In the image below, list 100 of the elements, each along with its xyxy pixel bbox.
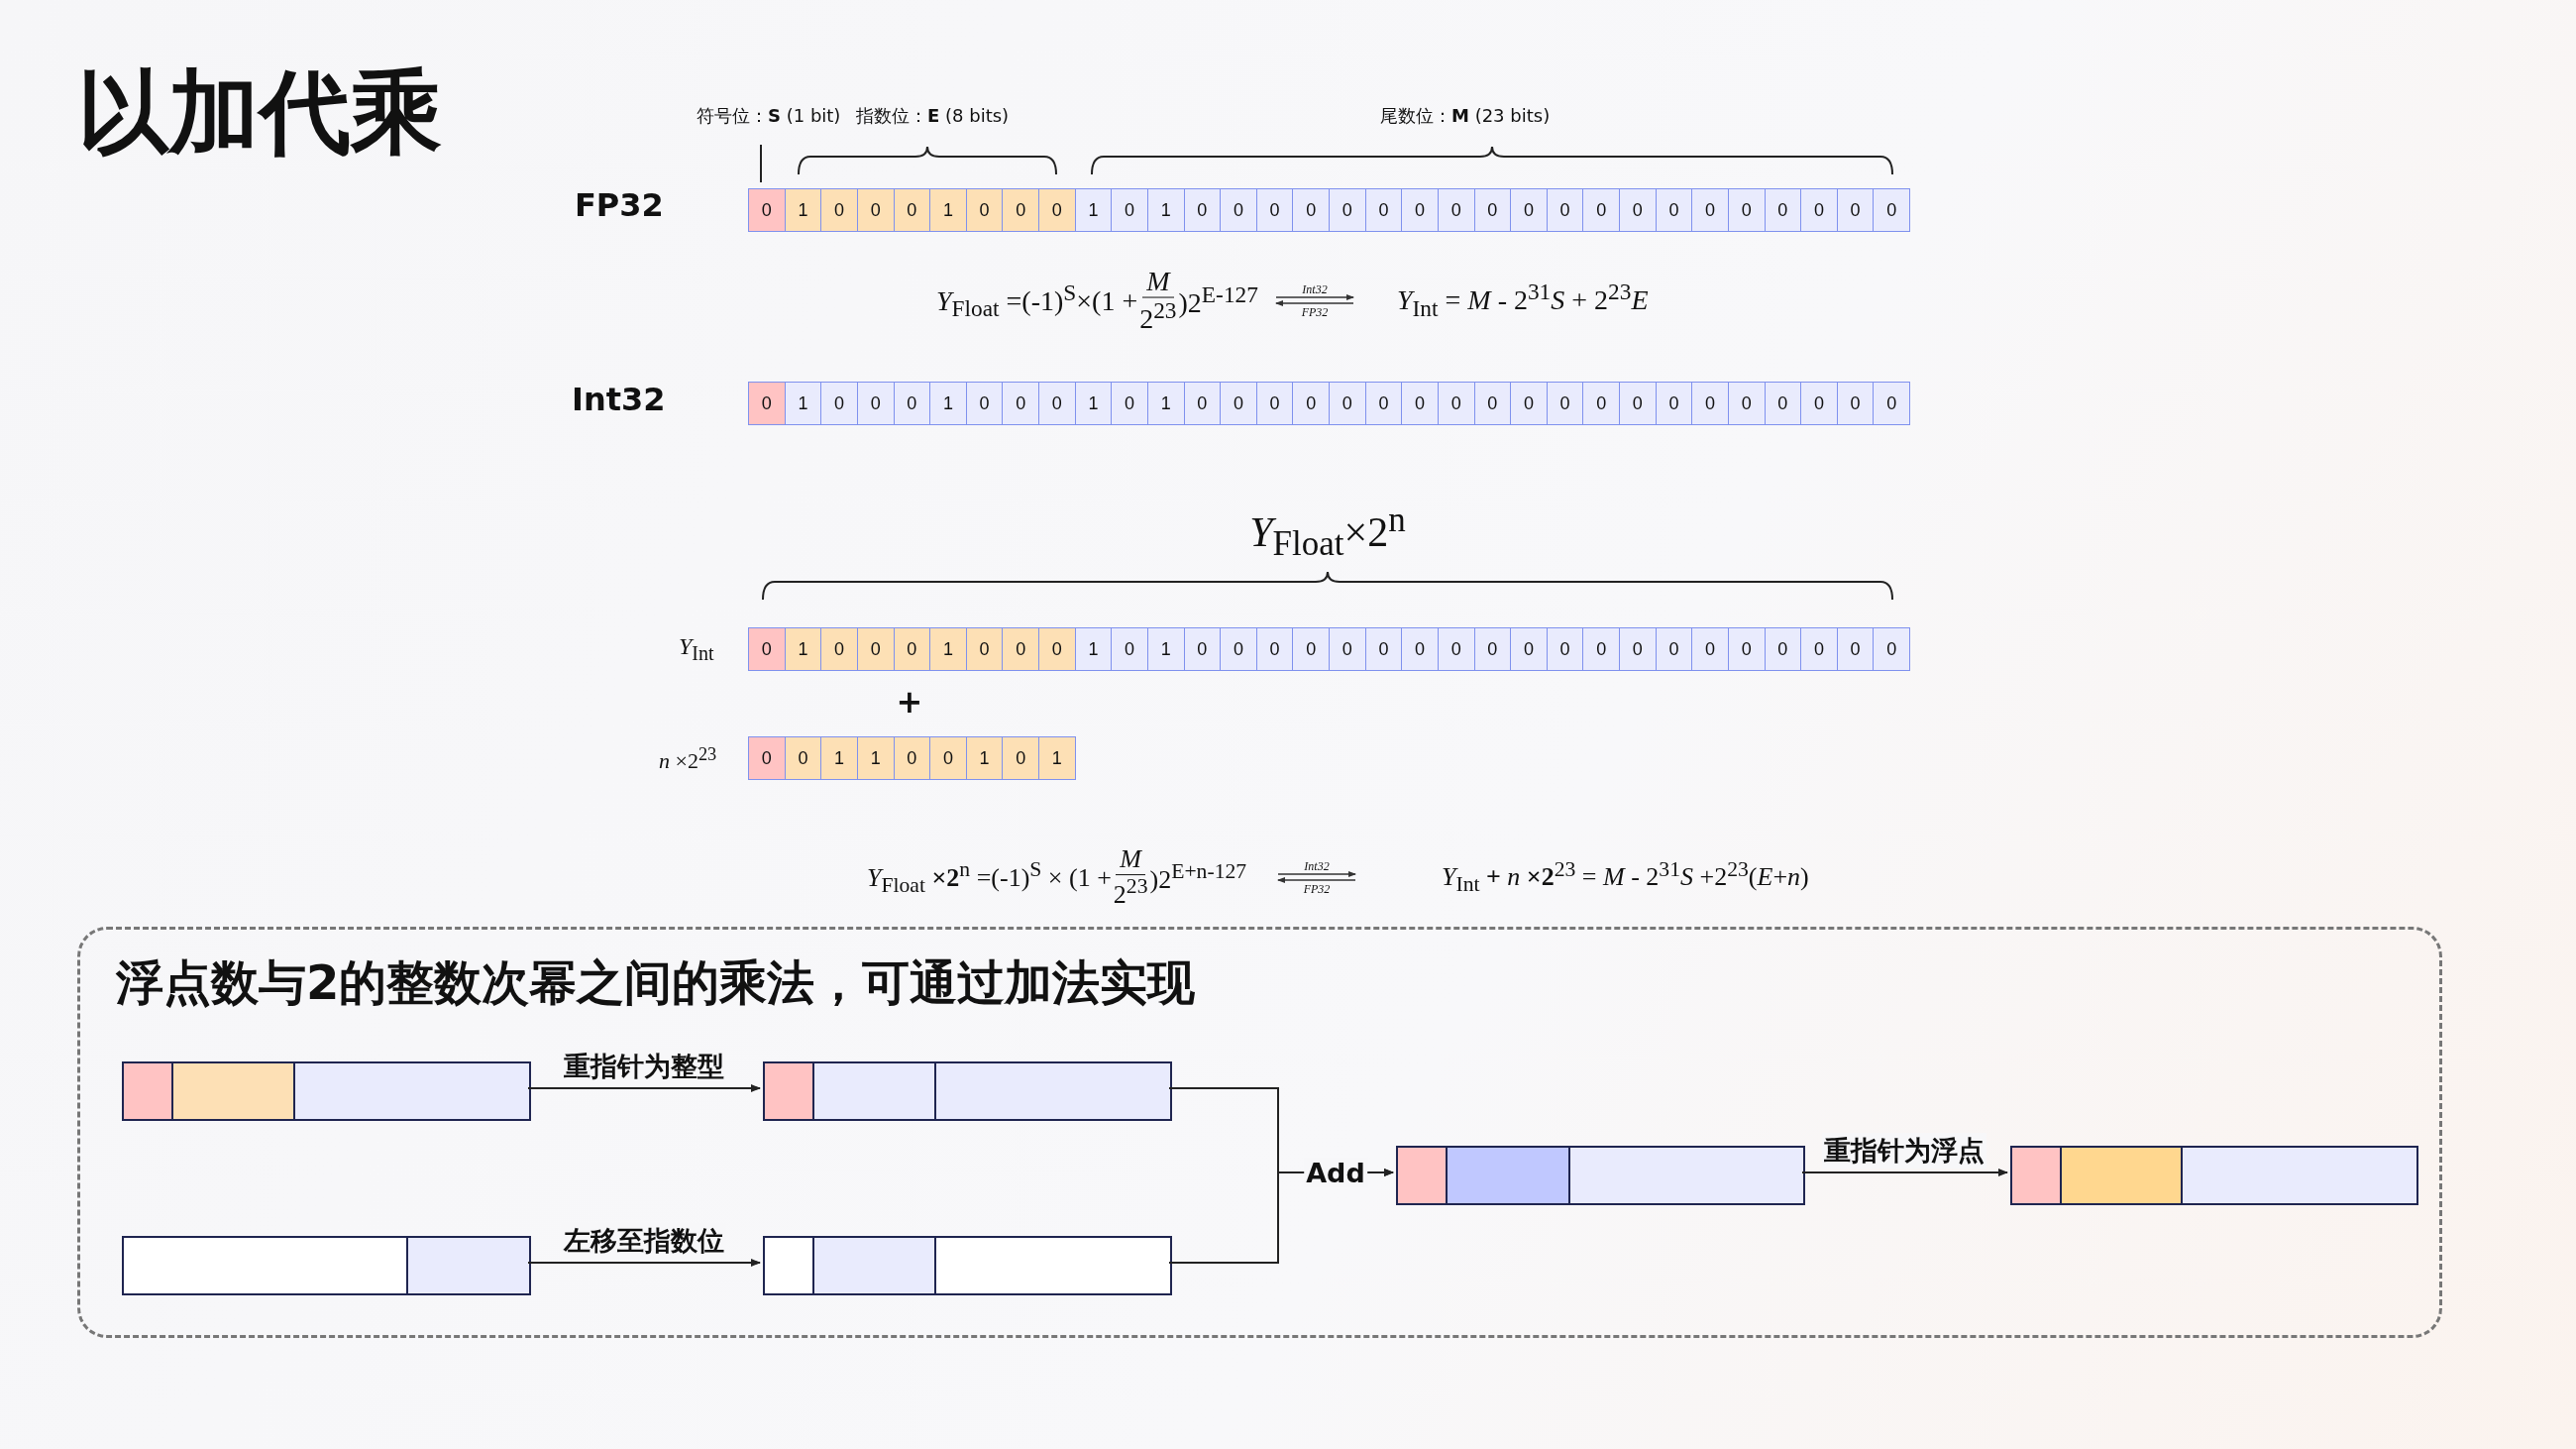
bit-cell: 0 — [748, 188, 786, 232]
bit-cell: 0 — [1546, 627, 1584, 671]
bit-field-bar — [1396, 1146, 1805, 1205]
bit-cell: 0 — [1836, 188, 1875, 232]
bit-cell: 1 — [1146, 188, 1185, 232]
bit-cell: 1 — [820, 736, 858, 780]
bit-cell: 1 — [784, 627, 822, 671]
bit-cell: 0 — [1437, 627, 1475, 671]
bit-cell: 0 — [820, 627, 858, 671]
bit-cell: 0 — [1655, 627, 1693, 671]
fraction-denominator: 2$^{23}$ — [1113, 874, 1148, 909]
bit-cell: 0 — [1546, 382, 1584, 425]
bit-cell: 0 — [1800, 627, 1838, 671]
bit-cell: 0 — [784, 736, 822, 780]
bit-cell: 0 — [929, 736, 967, 780]
bit-cell: 0 — [1619, 627, 1657, 671]
bit-cell: 1 — [1074, 382, 1113, 425]
arrow-label: Int32 — [1302, 281, 1328, 297]
bit-cell: 0 — [1401, 188, 1439, 232]
bit-cell: 1 — [1074, 627, 1113, 671]
bit-cell: 0 — [1002, 736, 1039, 780]
bit-cell: 1 — [929, 627, 967, 671]
bit-cell: 0 — [1873, 627, 1910, 671]
bit-cell: 0 — [1364, 188, 1403, 232]
bit-cell: 1 — [965, 736, 1004, 780]
bit-cell: 0 — [1727, 627, 1766, 671]
bit-cell: 0 — [1619, 188, 1657, 232]
bit-cell: 0 — [1292, 382, 1330, 425]
bit-cell: 1 — [784, 382, 822, 425]
bit-cell: 0 — [1800, 188, 1838, 232]
bit-cell: 0 — [1727, 382, 1766, 425]
row-label: FP32 — [575, 186, 664, 224]
bit-field-bar — [763, 1236, 1172, 1295]
bit-cell: 0 — [1800, 382, 1838, 425]
bit-cell: 0 — [1473, 382, 1512, 425]
bit-cell: 0 — [1727, 188, 1766, 232]
bit-cell: 0 — [1582, 382, 1620, 425]
bit-cell: 0 — [1473, 627, 1512, 671]
bit-cell: 0 — [893, 382, 931, 425]
formula: )2$^{E+n-127}$ — [1149, 859, 1247, 895]
bit-cell: 0 — [1836, 627, 1875, 671]
bit-cell: 1 — [856, 736, 895, 780]
bit-cell: 0 — [1183, 188, 1222, 232]
formula: Y$_{Int}$ + n ×2$^{23}$ = M - 2$^{31}$S +2$^{23}$(E+n) — [1442, 856, 1809, 898]
bit-field-bar — [2010, 1146, 2418, 1205]
bit-cell: 0 — [1329, 627, 1366, 671]
bit-field-bar — [763, 1061, 1172, 1121]
bit-cell: 0 — [1691, 382, 1729, 425]
row-label: n ×2$^{23}$ — [659, 743, 717, 775]
bit-cell: 0 — [1038, 627, 1076, 671]
bit-cell: 0 — [1764, 188, 1802, 232]
bit-cell: 0 — [1255, 188, 1294, 232]
bit-cell: 0 — [893, 736, 931, 780]
slide-title: 以加代乘 — [77, 58, 442, 167]
bit-cell: 1 — [1146, 382, 1185, 425]
bit-cell: 0 — [1764, 627, 1802, 671]
bit-cell: 0 — [1510, 627, 1548, 671]
field-label: 尾数位：M (23 bits) — [1380, 104, 1551, 128]
fraction-numerator: M — [1116, 845, 1145, 875]
bit-field-bar — [122, 1236, 531, 1295]
formula: Y$_{Float}$×2$^{n}$ — [1249, 500, 1406, 565]
bit-cell: 0 — [1183, 627, 1222, 671]
field-label: 指数位：E (8 bits) — [856, 104, 1010, 128]
bit-cell: 0 — [1437, 382, 1475, 425]
fraction-denominator: 2$^{23}$ — [1139, 297, 1177, 335]
bit-cell: 0 — [1111, 382, 1148, 425]
bit-cell: 0 — [1401, 627, 1439, 671]
bit-cell: 0 — [1002, 627, 1039, 671]
bit-cell: 1 — [784, 188, 822, 232]
bit-cell: 0 — [748, 627, 786, 671]
bit-cell: 0 — [1401, 382, 1439, 425]
bit-cell: 0 — [1255, 382, 1294, 425]
bit-cell: 0 — [1292, 627, 1330, 671]
plus-sign: + — [896, 683, 923, 721]
arrow-label: Int32 — [1304, 858, 1330, 874]
bit-cell: 0 — [1764, 382, 1802, 425]
bit-cell: 0 — [1364, 627, 1403, 671]
bit-cell: 0 — [1473, 188, 1512, 232]
field-label: 符号位：S (1 bit) — [697, 104, 841, 128]
bit-cell: 0 — [856, 382, 895, 425]
bit-cell: 0 — [1002, 188, 1039, 232]
bit-cell: 0 — [1329, 382, 1366, 425]
bit-cell: 0 — [1111, 627, 1148, 671]
bit-cell: 0 — [965, 382, 1004, 425]
bit-cell: 0 — [1437, 188, 1475, 232]
bit-cell: 1 — [1074, 188, 1113, 232]
arrow — [527, 1084, 761, 1092]
bit-cell: 0 — [893, 627, 931, 671]
formula: )2$^{E-127}$ — [1178, 280, 1258, 320]
bit-cell: 1 — [929, 188, 967, 232]
bit-cell: 0 — [1873, 382, 1910, 425]
bit-cell: 1 — [1038, 736, 1076, 780]
bit-cell: 1 — [1146, 627, 1185, 671]
formula: Y$_{Float}$ =(-1)$^{S}$×(1 + — [936, 279, 1138, 322]
bit-cell: 0 — [1619, 382, 1657, 425]
row-label: Y$_{Int}$ — [679, 633, 714, 665]
bit-cell: 0 — [1691, 188, 1729, 232]
bit-cell: 0 — [748, 736, 786, 780]
bit-cell: 0 — [1582, 627, 1620, 671]
arrow-label: FP32 — [1301, 304, 1329, 320]
